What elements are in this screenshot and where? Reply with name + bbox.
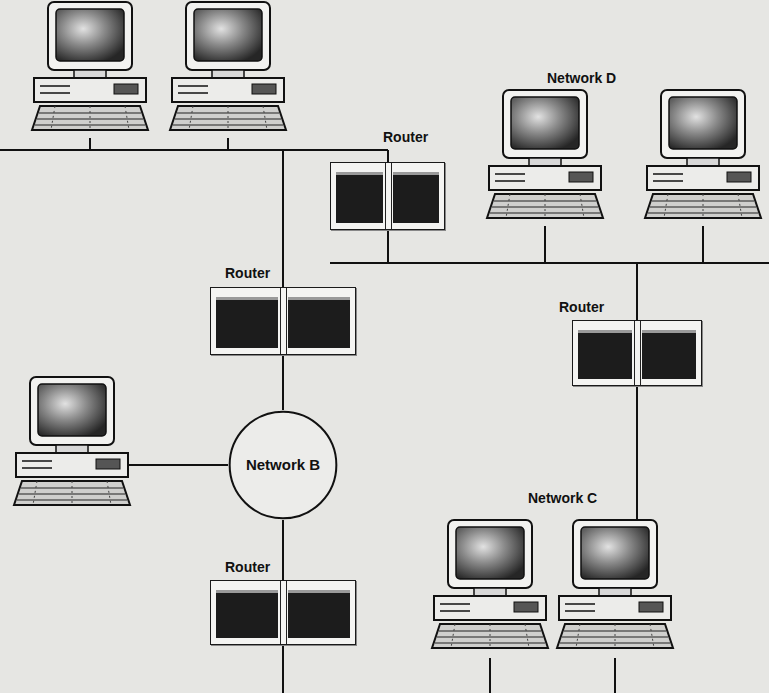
network-link	[282, 355, 284, 410]
drop-line	[89, 138, 91, 150]
router-panel	[288, 590, 350, 638]
circle-text-holder: Network B	[246, 456, 320, 474]
router-label: Router	[223, 559, 272, 576]
router-stem	[636, 386, 638, 522]
router-panel	[393, 172, 440, 223]
router-label: Router	[223, 265, 272, 282]
drop-line	[126, 464, 228, 466]
computer-icon	[487, 90, 603, 218]
router-box: Router	[572, 320, 702, 386]
router-stem	[387, 230, 389, 263]
circle-outline	[230, 412, 337, 519]
router-stem	[387, 150, 389, 162]
router-panel	[216, 590, 278, 638]
router-box: Router	[210, 580, 356, 645]
drop-line	[489, 658, 491, 693]
network-bus	[0, 149, 388, 151]
router-panel	[578, 330, 632, 379]
network-link	[282, 520, 284, 580]
router-stem	[282, 150, 284, 287]
router-box: Router	[210, 287, 356, 355]
router-divider	[634, 321, 641, 385]
router-panel	[216, 297, 278, 348]
computer-icon	[557, 520, 673, 648]
drop-line	[227, 138, 229, 150]
router-divider	[280, 581, 287, 644]
router-divider	[385, 163, 392, 229]
router-panel	[642, 330, 696, 379]
network-circle: Network B	[228, 410, 338, 520]
router-label: Router	[557, 299, 606, 316]
router-divider	[280, 288, 287, 354]
router-panel	[336, 172, 383, 223]
router-panel	[288, 297, 350, 348]
drop-line	[544, 226, 546, 263]
computer-icon	[432, 520, 548, 648]
router-stem	[282, 645, 284, 693]
network-label: Network C	[526, 490, 599, 507]
drop-line	[702, 226, 704, 263]
network-name: Network B	[246, 456, 320, 474]
network-label: Network D	[545, 70, 618, 87]
drop-line	[614, 658, 616, 693]
computer-icon	[645, 90, 761, 218]
router-stem	[636, 263, 638, 320]
computer-icon	[32, 2, 148, 130]
computer-icon	[170, 2, 286, 130]
computer-icon	[14, 377, 130, 505]
router-label: Router	[381, 129, 430, 146]
router-box: Router	[330, 162, 445, 230]
